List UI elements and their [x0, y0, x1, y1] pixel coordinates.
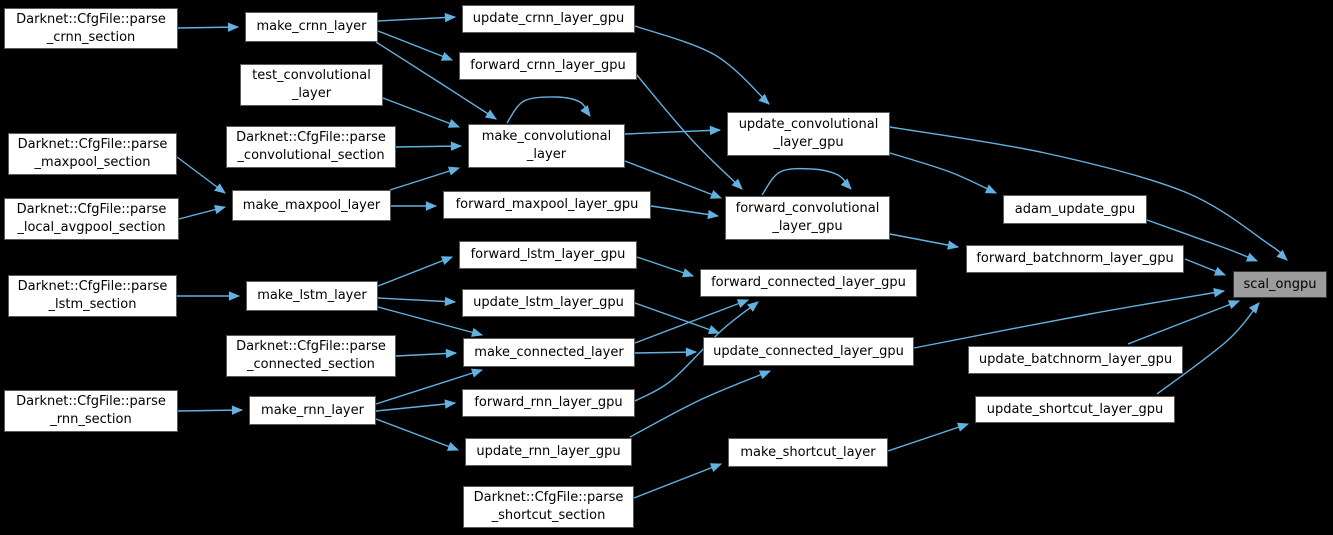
node-parse_convolutional_section[interactable]: Darknet::CfgFile::parse _convolutional_s… — [226, 126, 396, 168]
node-make_rnn_layer[interactable]: make_rnn_layer — [249, 396, 376, 425]
node-parse_connected_section[interactable]: Darknet::CfgFile::parse _connected_secti… — [226, 335, 396, 377]
edge-update_rnn_layer_gpu-to-update_connected_layer_gpu — [629, 370, 772, 438]
node-forward_convolutional_layer_gpu[interactable]: forward_convolutional _layer_gpu — [725, 196, 890, 240]
node-forward_lstm_layer_gpu[interactable]: forward_lstm_layer_gpu — [459, 241, 637, 269]
edge-forward_lstm_layer_gpu-to-forward_connected_layer_gpu — [636, 256, 695, 278]
edge-parse_convolutional_section-to-make_convolutional_layer — [395, 141, 463, 151]
edge-forward_maxpool_layer_gpu-to-forward_convolutional_layer_gpu — [650, 205, 720, 220]
node-parse_shortcut_section[interactable]: Darknet::CfgFile::parse _shortcut_sectio… — [463, 486, 634, 528]
edge-make_crnn_layer-to-forward_crnn_layer_gpu — [377, 30, 454, 61]
node-parse_crnn_section[interactable]: Darknet::CfgFile::parse _crnn_section — [4, 8, 178, 49]
edge-update_shortcut_layer_gpu-to-scal_ongpu — [1156, 302, 1260, 395]
edge-parse_shortcut_section-to-make_shortcut_layer — [633, 463, 723, 499]
edge-make_connected_layer-to-update_connected_layer_gpu — [634, 347, 698, 357]
node-update_shortcut_layer_gpu[interactable]: update_shortcut_layer_gpu — [975, 396, 1175, 423]
edge-parse_maxpool_section-to-make_maxpool_layer — [176, 156, 226, 194]
node-update_batchnorm_layer_gpu[interactable]: update_batchnorm_layer_gpu — [968, 346, 1183, 374]
node-make_maxpool_layer[interactable]: make_maxpool_layer — [232, 190, 391, 221]
edge-forward_crnn_layer_gpu-to-forward_convolutional_layer_gpu — [635, 73, 743, 190]
edge-adam_update_gpu-to-scal_ongpu — [1146, 219, 1259, 262]
edge-update_connected_layer_gpu-to-scal_ongpu — [913, 288, 1226, 349]
node-make_convolutional_layer[interactable]: make_convolutional _layer — [468, 124, 625, 168]
edge-parse_crnn_section-to-make_crnn_layer — [177, 22, 240, 32]
edge-make_convolutional_layer-to-forward_convolutional_layer_gpu — [624, 160, 723, 199]
node-forward_connected_layer_gpu[interactable]: forward_connected_layer_gpu — [700, 269, 917, 297]
edge-update_convolutional_layer_gpu-to-scal_ongpu — [889, 126, 1288, 261]
edge-make_maxpool_layer-to-make_convolutional_layer — [389, 166, 461, 191]
edge-make_convolutional_layer-to-make_convolutional_layer — [506, 96, 591, 124]
node-forward_maxpool_layer_gpu[interactable]: forward_maxpool_layer_gpu — [443, 191, 651, 219]
node-update_crnn_layer_gpu[interactable]: update_crnn_layer_gpu — [462, 5, 635, 33]
node-parse_local_avgpool_section[interactable]: Darknet::CfgFile::parse _local_avgpool_s… — [4, 198, 179, 240]
edge-update_lstm_layer_gpu-to-update_connected_layer_gpu — [634, 302, 721, 335]
edge-make_lstm_layer-to-update_lstm_layer_gpu — [377, 296, 457, 307]
node-make_connected_layer[interactable]: make_connected_layer — [463, 338, 635, 367]
edge-update_batchnorm_layer_gpu-to-scal_ongpu — [1127, 300, 1241, 345]
node-test_convolutional_layer[interactable]: test_convolutional _layer — [240, 64, 383, 106]
node-parse_rnn_section[interactable]: Darknet::CfgFile::parse _rnn_section — [4, 390, 178, 432]
edge-update_convolutional_layer_gpu-to-adam_update_gpu — [889, 152, 998, 194]
node-parse_lstm_section[interactable]: Darknet::CfgFile::parse _lstm_section — [8, 275, 177, 317]
edge-make_lstm_layer-to-forward_lstm_layer_gpu — [377, 256, 454, 287]
edge-make_lstm_layer-to-make_connected_layer — [377, 306, 484, 337]
edge-make_crnn_layer-to-update_crnn_layer_gpu — [377, 12, 457, 23]
edge-make_connected_layer-to-forward_connected_layer_gpu — [634, 299, 750, 344]
node-scal_ongpu: scal_ongpu — [1233, 271, 1327, 298]
edge-forward_rnn_layer_gpu-to-forward_connected_layer_gpu — [634, 301, 759, 402]
node-forward_batchnorm_layer_gpu[interactable]: forward_batchnorm_layer_gpu — [966, 245, 1184, 273]
node-update_rnn_layer_gpu[interactable]: update_rnn_layer_gpu — [465, 438, 632, 466]
edge-make_shortcut_layer-to-update_shortcut_layer_gpu — [887, 422, 970, 452]
edge-test_convolutional_layer-to-make_convolutional_layer — [382, 97, 461, 128]
node-make_shortcut_layer[interactable]: make_shortcut_layer — [728, 438, 888, 467]
node-forward_crnn_layer_gpu[interactable]: forward_crnn_layer_gpu — [459, 52, 637, 80]
edge-parse_local_avgpool_section-to-make_maxpool_layer — [178, 204, 227, 220]
edge-make_crnn_layer-to-make_convolutional_layer — [375, 41, 497, 120]
node-forward_rnn_layer_gpu[interactable]: forward_rnn_layer_gpu — [462, 389, 635, 417]
edge-parse_connected_section-to-make_connected_layer — [395, 348, 458, 359]
edge-update_crnn_layer_gpu-to-update_convolutional_layer_gpu — [634, 25, 770, 105]
edge-make_convolutional_layer-to-update_convolutional_layer_gpu — [624, 125, 722, 136]
node-update_convolutional_layer_gpu[interactable]: update_convolutional _layer_gpu — [727, 112, 890, 156]
edge-forward_convolutional_layer_gpu-to-forward_batchnorm_layer_gpu — [889, 233, 960, 250]
node-make_lstm_layer[interactable]: make_lstm_layer — [246, 281, 378, 311]
edge-forward_convolutional_layer_gpu-to-forward_convolutional_layer_gpu — [761, 167, 852, 196]
edge-make_rnn_layer-to-forward_rnn_layer_gpu — [375, 399, 457, 412]
edge-forward_batchnorm_layer_gpu-to-scal_ongpu — [1184, 258, 1227, 276]
edge-make_rnn_layer-to-update_rnn_layer_gpu — [375, 418, 460, 451]
node-make_crnn_layer[interactable]: make_crnn_layer — [245, 12, 378, 42]
node-update_connected_layer_gpu[interactable]: update_connected_layer_gpu — [703, 337, 914, 366]
node-update_lstm_layer_gpu[interactable]: update_lstm_layer_gpu — [462, 289, 635, 317]
edge-make_rnn_layer-to-make_connected_layer — [375, 368, 484, 405]
node-parse_maxpool_section[interactable]: Darknet::CfgFile::parse _maxpool_section — [8, 133, 177, 175]
node-adam_update_gpu[interactable]: adam_update_gpu — [1003, 195, 1147, 224]
edge-parse_rnn_section-to-make_rnn_layer — [177, 405, 244, 415]
